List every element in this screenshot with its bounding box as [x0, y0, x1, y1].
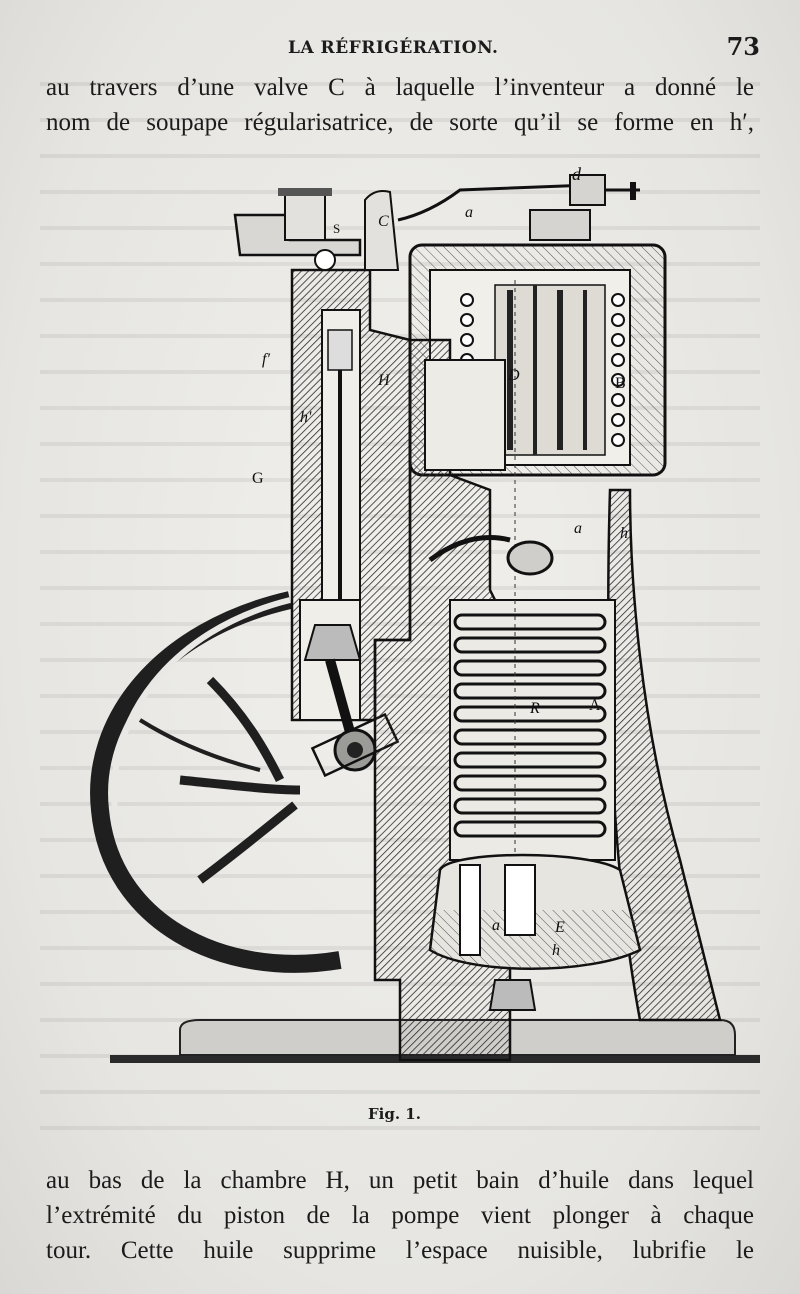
pump-column — [290, 268, 412, 778]
valve-assembly — [233, 174, 640, 271]
text-line: nom de soupape régularisatrice, de sorte… — [46, 109, 754, 136]
page-number: 73 — [726, 32, 760, 61]
text-line: au bas de la chambre H, un petit bain d’… — [46, 1167, 754, 1194]
figure-caption: Fig. 1. — [368, 1105, 421, 1123]
label-C: C — [378, 213, 389, 230]
label-H: H — [377, 372, 391, 389]
label-R: R — [529, 700, 540, 717]
label-S: S — [333, 221, 340, 236]
label-a-low: a — [492, 917, 500, 934]
label-h: h — [620, 525, 628, 542]
label-E: E — [554, 919, 565, 936]
label-h-low: h — [552, 942, 560, 959]
label-D: D — [507, 367, 520, 384]
label-h-prime: h′ — [300, 409, 312, 426]
label-A: A — [589, 697, 601, 714]
text-line: tour. Cette huile supprime l’espace nuis… — [46, 1237, 754, 1264]
running-head: LA RÉFRIGÉRATION. — [288, 38, 499, 58]
label-B: B — [615, 375, 626, 392]
label-a-top: a — [465, 204, 473, 221]
figure-labels: a d S C f′ H h′ G D B a h R A a E h — [252, 164, 628, 959]
bottom-paragraph: au bas de la chambre H, un petit bain d’… — [46, 1163, 754, 1268]
flywheel — [90, 591, 342, 973]
top-paragraph: au travers d’une valve C à laquelle l’in… — [46, 70, 754, 140]
text-line: au travers d’une valve C à laquelle l’in… — [46, 74, 754, 101]
text-line: l’extrémité du piston de la pompe vient … — [46, 1202, 754, 1229]
engraving-drawing: a d S C f′ H h′ G D B a h R A a E h — [90, 164, 760, 1063]
label-G: G — [252, 470, 264, 487]
page-header: LA RÉFRIGÉRATION. 73 — [0, 32, 800, 66]
machine-illustration: a d S C f′ H h′ G D B a h R A a E h — [30, 160, 770, 1090]
label-d: d — [572, 164, 582, 184]
label-a-mid: a — [574, 520, 582, 537]
label-f-prime: f′ — [262, 351, 270, 368]
oil-bath — [428, 853, 642, 1011]
